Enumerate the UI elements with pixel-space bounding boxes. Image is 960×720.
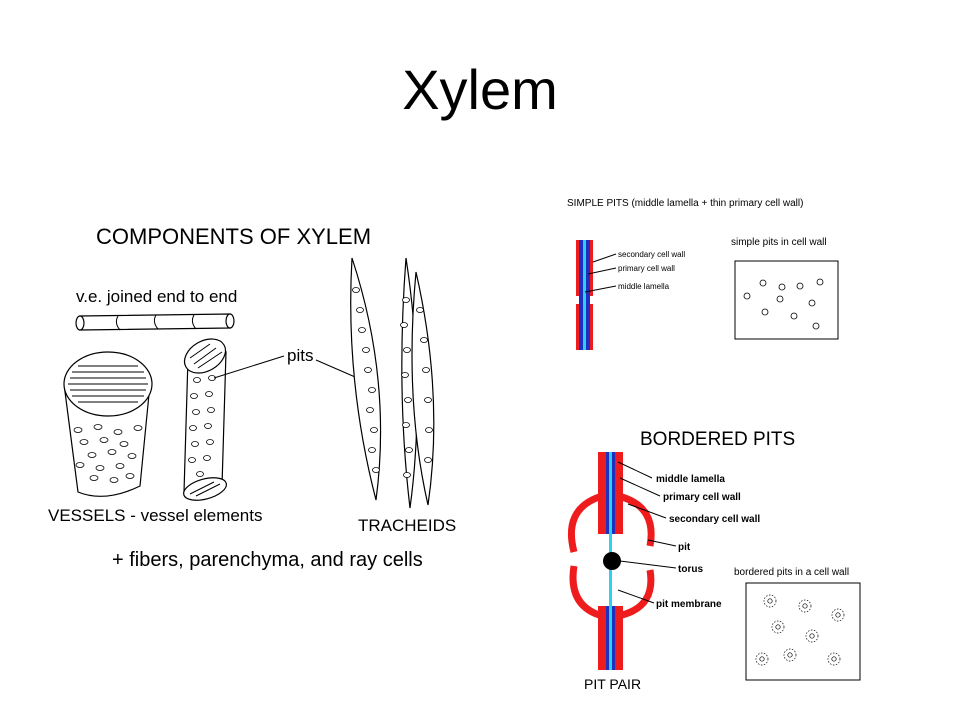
bordered-pit-label: pit bbox=[678, 542, 691, 553]
ve-joined-label: v.e. joined end to end bbox=[76, 287, 237, 306]
fibers-label: + fibers, parenchyma, and ray cells bbox=[112, 549, 423, 571]
simple-pits-inset-label: simple pits in cell wall bbox=[731, 237, 827, 248]
bordered-pit-membrane-label: pit membrane bbox=[656, 599, 722, 610]
vessel-element-drawing bbox=[63, 351, 153, 497]
tracheid-drawing bbox=[350, 257, 435, 509]
bordered-pits-inset-label: bordered pits in a cell wall bbox=[734, 567, 849, 578]
simple-pits-inset bbox=[734, 260, 839, 340]
vessel-chain-drawing bbox=[75, 313, 235, 331]
simple-primary-wall-label: primary cell wall bbox=[618, 264, 675, 273]
bordered-pit-pair-drawing bbox=[567, 452, 677, 670]
slide-title: Xylem bbox=[402, 58, 558, 121]
pit-pair-label: PIT PAIR bbox=[584, 676, 641, 692]
simple-pits-heading: SIMPLE PITS (middle lamella + thin prima… bbox=[567, 198, 803, 209]
bordered-pits-inset bbox=[745, 582, 861, 681]
bordered-torus-label: torus bbox=[678, 564, 703, 575]
vessels-label: VESSELS - vessel elements bbox=[48, 506, 262, 525]
simple-pit-wall-drawing bbox=[576, 240, 617, 350]
tilted-vessel-drawing bbox=[182, 338, 228, 501]
bordered-pits-heading: BORDERED PITS bbox=[640, 429, 795, 450]
simple-secondary-wall-label: secondary cell wall bbox=[618, 250, 685, 259]
bordered-middle-lamella-label: middle lamella bbox=[656, 474, 725, 485]
tracheids-label: TRACHEIDS bbox=[358, 516, 456, 535]
bordered-primary-wall-label: primary cell wall bbox=[663, 492, 741, 503]
simple-middle-lamella-label: middle lamella bbox=[618, 282, 670, 291]
pits-label: pits bbox=[287, 346, 313, 365]
components-heading: COMPONENTS OF XYLEM bbox=[96, 224, 371, 249]
bordered-secondary-wall-label: secondary cell wall bbox=[669, 514, 760, 525]
